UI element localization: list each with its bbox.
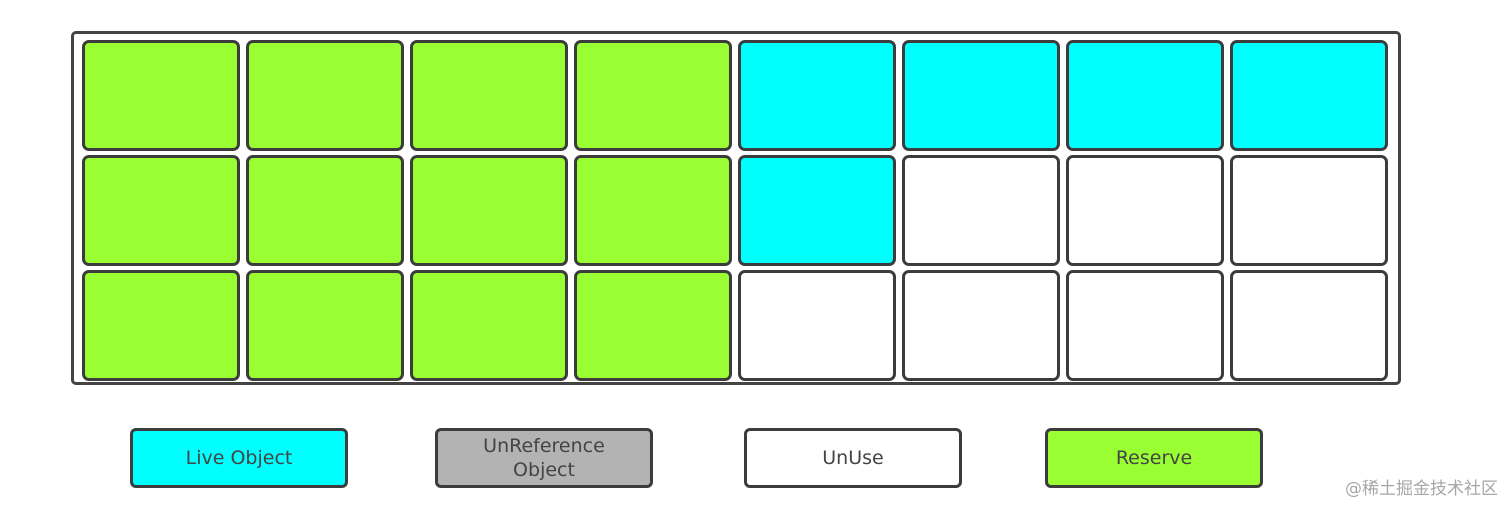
memory-cell-live: [1230, 40, 1388, 151]
memory-cell-live: [738, 155, 896, 266]
memory-cell-reserve: [246, 155, 404, 266]
memory-cell-unuse: [902, 155, 1060, 266]
memory-cell-reserve: [574, 270, 732, 381]
memory-cell-reserve: [574, 155, 732, 266]
memory-cell-live: [1066, 40, 1224, 151]
legend-unreference-object: UnReference Object: [435, 428, 653, 488]
memory-cell-unuse: [738, 270, 896, 381]
memory-cell-reserve: [246, 270, 404, 381]
memory-heap-frame: [71, 31, 1401, 385]
memory-cell-reserve: [82, 40, 240, 151]
memory-cell-unuse: [1066, 155, 1224, 266]
memory-cell-live: [738, 40, 896, 151]
memory-cell-unuse: [902, 270, 1060, 381]
memory-cell-reserve: [410, 155, 568, 266]
legend-live-object: Live Object: [130, 428, 348, 488]
memory-cell-reserve: [410, 40, 568, 151]
legend-reserve: Reserve: [1045, 428, 1263, 488]
memory-cell-grid: [82, 40, 1388, 381]
memory-cell-reserve: [82, 155, 240, 266]
memory-cell-reserve: [82, 270, 240, 381]
legend-unuse: UnUse: [744, 428, 962, 488]
memory-cell-reserve: [246, 40, 404, 151]
memory-cell-unuse: [1066, 270, 1224, 381]
memory-cell-unuse: [1230, 155, 1388, 266]
memory-cell-reserve: [410, 270, 568, 381]
memory-cell-unuse: [1230, 270, 1388, 381]
memory-cell-reserve: [574, 40, 732, 151]
memory-cell-live: [902, 40, 1060, 151]
watermark-text: @稀土掘金技术社区: [1345, 479, 1498, 499]
